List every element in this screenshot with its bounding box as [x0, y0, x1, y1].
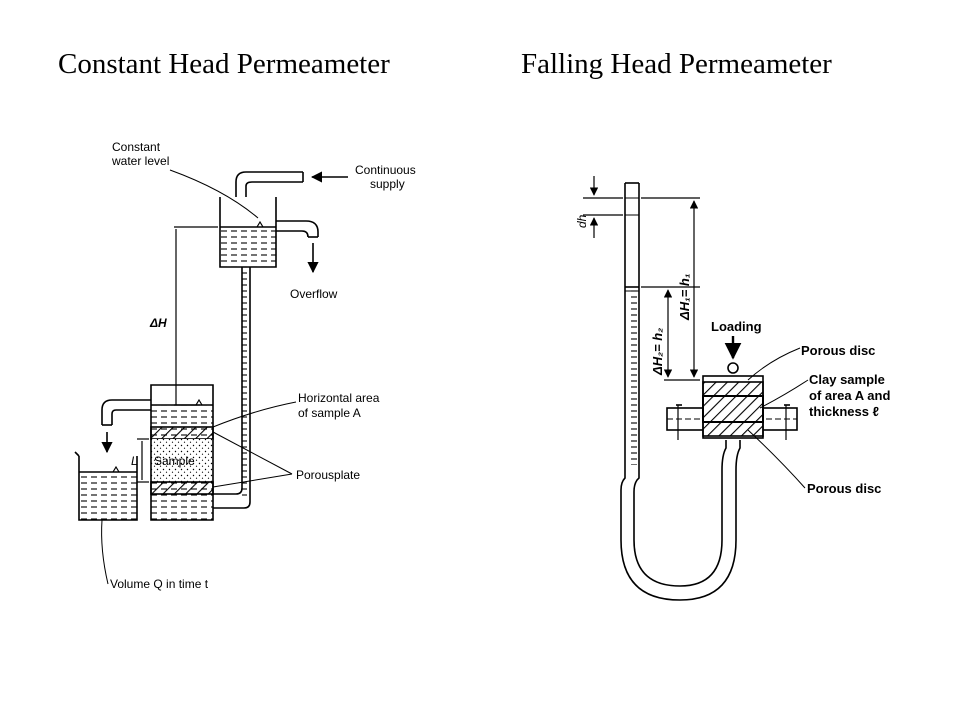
label-continuous-1: Continuous: [355, 163, 416, 177]
falling-head-title: Falling Head Permeameter: [521, 48, 832, 80]
falling-head-diagram: [583, 176, 809, 601]
constant-head-diagram: [74, 169, 348, 585]
sample-cylinder: [150, 384, 214, 521]
collection-beaker: [74, 451, 138, 521]
overflow-pipe: [276, 220, 319, 274]
label-volume: Volume Q in time t: [110, 577, 209, 591]
label-porousplate: Porousplate: [296, 468, 360, 482]
label-horizontal-2: of sample A: [298, 406, 361, 420]
constant-head-leaders: [101, 169, 297, 585]
label-delta-h2: ΔH₂= h₂: [650, 328, 665, 376]
label-delta-h1: ΔH₁= h₁: [677, 274, 692, 321]
constant-head-labels: Constant water level Continuous supply O…: [110, 140, 416, 591]
label-clay-3: thickness ℓ: [809, 404, 879, 419]
sample-length-dimension: [137, 438, 149, 483]
label-clay-1: Clay sample: [809, 372, 885, 387]
permeameter-cell: [666, 336, 798, 440]
label-continuous-2: supply: [370, 177, 405, 191]
label-constant-2: water level: [111, 154, 169, 168]
constant-head-title: Constant Head Permeameter: [58, 48, 390, 80]
falling-head-labels: dh ΔH₁= h₁ ΔH₂= h₂ Loading Porous disc C…: [575, 214, 890, 496]
label-length: L: [131, 454, 138, 468]
label-porous-disc-bottom: Porous disc: [807, 481, 881, 496]
label-loading: Loading: [711, 319, 762, 334]
label-clay-2: of area A and: [809, 388, 890, 403]
standpipe: [624, 182, 640, 470]
label-delta-h: ΔH: [149, 316, 167, 330]
label-sample: Sample: [154, 454, 195, 468]
delta-h-dimension: [174, 226, 218, 406]
falling-head-dimensions: [583, 176, 700, 381]
u-tube: [620, 440, 741, 601]
label-overflow: Overflow: [290, 287, 338, 301]
connecting-tube: [213, 267, 251, 509]
outflow-pipe: [101, 399, 151, 454]
label-constant-1: Constant: [112, 140, 161, 154]
label-horizontal-1: Horizontal area: [298, 391, 380, 405]
supply-pipe: [235, 171, 348, 197]
label-porous-disc-top: Porous disc: [801, 343, 875, 358]
head-tank: [219, 197, 277, 268]
falling-head-leaders: [747, 347, 809, 489]
label-dh: dh: [575, 214, 589, 228]
